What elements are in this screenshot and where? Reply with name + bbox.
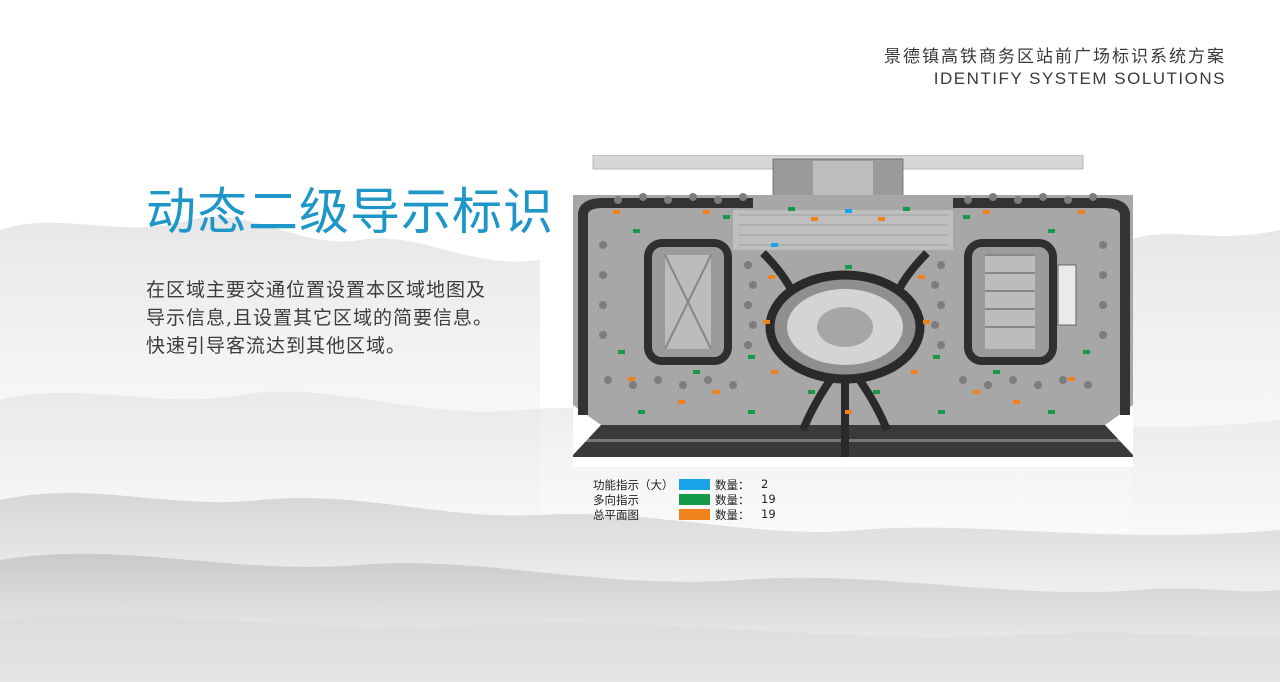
count-value: 19 (761, 507, 776, 521)
legend-label: 总平面图 (593, 508, 639, 522)
legend-row: 功能指示（大） 数量： 2 (593, 477, 793, 492)
description-line: 在区域主要交通位置设置本区域地图及 (146, 279, 487, 301)
legend-swatch-green (679, 494, 710, 505)
legend-swatch-orange (679, 509, 710, 520)
legend-row: 总平面图 数量： 19 (593, 507, 793, 522)
page-title: 动态二级导示标识 (146, 183, 554, 241)
legend-row: 多向指示 数量： 19 (593, 492, 793, 507)
count-value: 2 (761, 477, 769, 491)
legend-swatch-blue (679, 479, 710, 490)
page-description: 在区域主要交通位置设置本区域地图及 导示信息,且设置其它区域的简要信息。 快速引… (146, 276, 566, 360)
count-label: 数量： (715, 508, 750, 522)
count-label: 数量： (715, 478, 750, 492)
description-line: 快速引导客流达到其他区域。 (146, 335, 407, 357)
legend-label: 功能指示（大） (593, 478, 674, 492)
legend-label: 多向指示 (593, 493, 639, 507)
site-plan (573, 155, 1133, 467)
count-label: 数量： (715, 493, 750, 507)
sign-legend: 功能指示（大） 数量： 2 多向指示 数量： 19 总平面图 数量： 19 (593, 477, 793, 522)
header: 景德镇高铁商务区站前广场标识系统方案 IDENTIFY SYSTEM SOLUT… (884, 46, 1226, 90)
project-title-cn: 景德镇高铁商务区站前广场标识系统方案 (884, 47, 1226, 67)
description-line: 导示信息,且设置其它区域的简要信息。 (146, 307, 494, 329)
sign-markers (613, 207, 1090, 414)
project-title-en: IDENTIFY SYSTEM SOLUTIONS (933, 69, 1226, 88)
count-value: 19 (761, 492, 776, 506)
